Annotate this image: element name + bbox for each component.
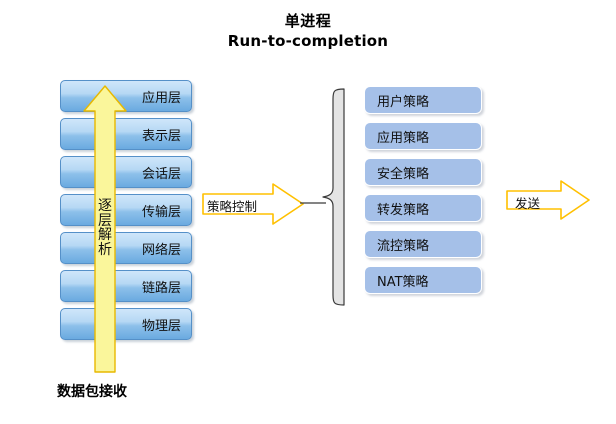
parse-arrow-label: 逐 层 解 析 — [82, 199, 128, 257]
policy-box[interactable]: 转发策略 — [364, 194, 482, 222]
osi-layer-box[interactable]: 链路层 — [60, 270, 192, 302]
policy-group-brace — [322, 88, 346, 306]
parse-char: 解 — [98, 227, 112, 244]
policy-list: 用户策略 应用策略 安全策略 转发策略 流控策略 NAT策略 — [364, 86, 488, 306]
policy-label: 用户策略 — [377, 94, 430, 110]
diagram-title: 单进程 Run-to-completion — [0, 12, 616, 51]
osi-layer-box[interactable]: 物理层 — [60, 308, 192, 340]
policy-control-label: 策略控制 — [207, 199, 258, 214]
title-line-2: Run-to-completion — [227, 31, 389, 50]
policy-box[interactable]: 用户策略 — [364, 86, 482, 114]
policy-label: 安全策略 — [377, 166, 430, 182]
policy-box[interactable]: 应用策略 — [364, 122, 482, 150]
send-arrow-label: 发送 — [515, 196, 541, 211]
policy-control-arrow — [201, 182, 305, 226]
policy-label: 应用策略 — [377, 130, 430, 146]
packet-receive-caption: 数据包接收 — [57, 384, 127, 400]
policy-label: NAT策略 — [377, 274, 429, 290]
policy-box[interactable]: 流控策略 — [364, 230, 482, 258]
up-arrow-icon — [83, 85, 127, 373]
arrow-brace-connector — [300, 202, 326, 204]
policy-box[interactable]: 安全策略 — [364, 158, 482, 186]
curly-brace-icon — [322, 88, 345, 306]
parse-char: 逐 — [98, 198, 112, 214]
parse-char: 析 — [98, 241, 112, 258]
right-arrow-icon — [202, 183, 304, 225]
osi-layer-box[interactable]: 应用层 — [60, 80, 192, 112]
policy-box[interactable]: NAT策略 — [364, 266, 482, 294]
osi-layer-label: 会话层 — [141, 166, 181, 182]
osi-layer-box[interactable]: 会话层 — [60, 156, 192, 188]
osi-layer-label: 链路层 — [141, 280, 181, 296]
osi-layer-box[interactable]: 表示层 — [60, 118, 192, 150]
osi-layer-label: 传输层 — [141, 204, 181, 220]
osi-layer-label: 网络层 — [141, 242, 181, 258]
right-arrow-icon — [506, 180, 590, 220]
parse-char: 层 — [98, 212, 112, 229]
layer-by-layer-parse-arrow: 逐 层 解 析 — [82, 84, 128, 374]
policy-label: 转发策略 — [377, 202, 430, 218]
osi-layer-label: 应用层 — [141, 90, 181, 106]
osi-layer-stack: 应用层 表示层 会话层 传输层 网络层 链路层 物理层 — [60, 80, 194, 346]
send-arrow — [505, 178, 591, 222]
title-line-1: 单进程 — [284, 12, 332, 30]
osi-layer-label: 物理层 — [141, 318, 181, 334]
osi-layer-label: 表示层 — [141, 128, 181, 144]
osi-layer-box[interactable]: 网络层 — [60, 232, 192, 264]
osi-layer-box[interactable]: 传输层 — [60, 194, 192, 226]
policy-label: 流控策略 — [377, 238, 430, 254]
